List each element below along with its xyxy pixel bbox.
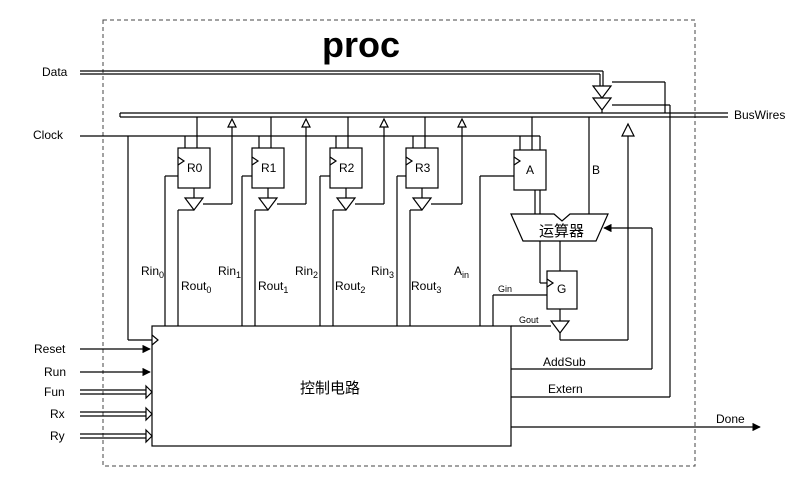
- register-r1: R1: [241, 117, 311, 326]
- bus-wires: [119, 81, 728, 118]
- addsub-label: AddSub: [543, 355, 586, 369]
- data-wire: [80, 70, 604, 86]
- alu: [510, 213, 609, 242]
- gin-label: Gin: [498, 284, 512, 294]
- svg-text:A: A: [526, 163, 534, 177]
- proc-boundary: [102, 19, 696, 467]
- svg-text:R3: R3: [415, 161, 431, 175]
- register-r0: R0: [164, 117, 237, 326]
- rout0-label: Rout0: [181, 279, 211, 295]
- rin3-label: Rin3: [371, 264, 394, 280]
- gout-buffer: [549, 320, 571, 334]
- control-circuit-label: 控制电路: [300, 379, 360, 397]
- buswires-label: BusWires: [734, 108, 785, 122]
- done-label: Done: [716, 412, 745, 426]
- data-label: Data: [42, 65, 68, 79]
- rin2-label: Rin2: [295, 264, 318, 280]
- rx-label: Rx: [50, 407, 65, 421]
- bus-return-arrow: [621, 122, 635, 137]
- ain-label: Ain: [454, 264, 469, 280]
- diagram-title: proc: [322, 24, 400, 65]
- data-buffer: [591, 85, 613, 99]
- extern-buffer: [591, 97, 613, 111]
- fun-label: Fun: [44, 385, 65, 399]
- svg-text:R2: R2: [339, 161, 355, 175]
- rout1-label: Rout1: [258, 279, 288, 295]
- rin0-label: Rin0: [141, 264, 164, 280]
- register-r2: R2: [319, 117, 389, 326]
- rx-bus: [80, 406, 153, 422]
- ry-bus: [80, 428, 153, 444]
- fun-bus: [80, 384, 153, 400]
- svg-text:G: G: [557, 282, 566, 296]
- alu-label: 运算器: [539, 222, 584, 240]
- register-a: A: [479, 117, 547, 326]
- extern-label: Extern: [548, 382, 583, 396]
- gout-label: Gout: [519, 315, 539, 325]
- rin1-label: Rin1: [218, 264, 241, 280]
- clock-label: Clock: [33, 128, 64, 142]
- rout2-label: Rout2: [335, 279, 365, 295]
- reset-label: Reset: [34, 342, 66, 356]
- clock-wire: [80, 135, 547, 341]
- run-label: Run: [44, 365, 66, 379]
- ry-label: Ry: [50, 429, 65, 443]
- rout3-label: Rout3: [411, 279, 441, 295]
- b-label: B: [592, 163, 600, 177]
- register-g: G: [546, 270, 578, 310]
- register-r3: R3: [396, 117, 467, 326]
- svg-text:R1: R1: [261, 161, 277, 175]
- svg-text:R0: R0: [187, 161, 203, 175]
- control-circuit: [151, 325, 512, 447]
